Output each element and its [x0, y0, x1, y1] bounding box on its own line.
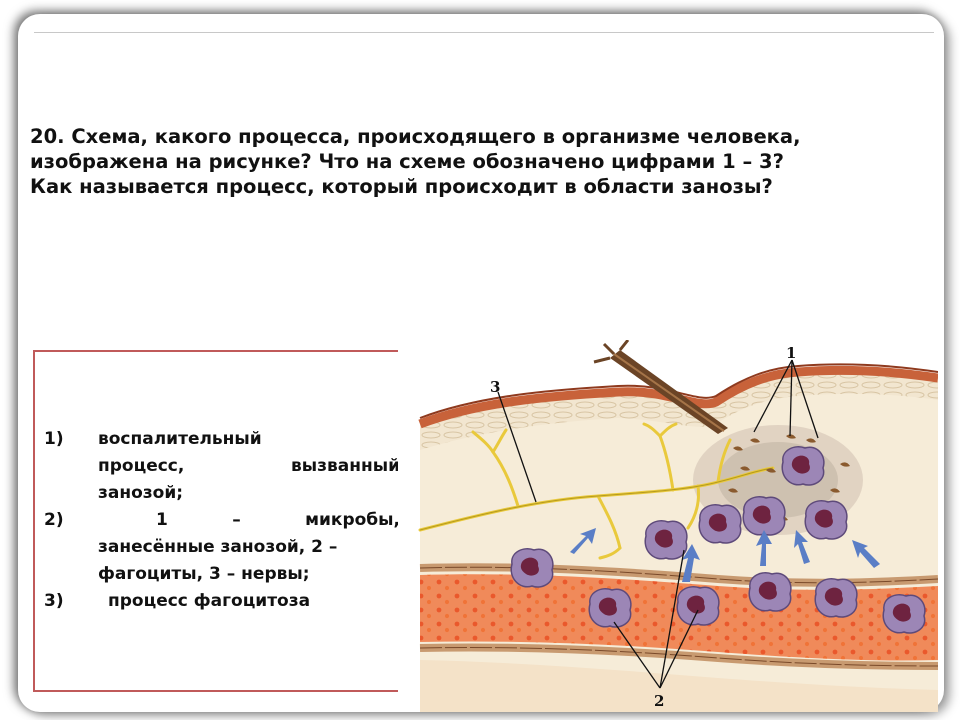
- question-line-3: Как называется процесс, который происход…: [30, 175, 773, 198]
- question-text: 20. Схема, какого процесса, происходящег…: [30, 124, 935, 199]
- phagocytes: [510, 446, 926, 634]
- answer-2-line-2: занесённые занозой, 2 –: [98, 537, 338, 557]
- label-2: 2: [654, 692, 664, 710]
- phagocyte: [644, 520, 688, 560]
- migration-arrows: [570, 528, 880, 582]
- answer-2-line-3: фагоциты, 3 – нервы;: [98, 564, 310, 584]
- answer-3-line-1: процесс фагоцитоза: [108, 591, 311, 611]
- answer-number: 3): [44, 591, 64, 611]
- phagocyte: [742, 496, 786, 536]
- question-line-1: 20. Схема, какого процесса, происходящег…: [30, 125, 801, 148]
- answer-2-word: 1: [156, 510, 168, 530]
- skin-surface-edge: [419, 363, 938, 419]
- illustration-svg: 1 3 2: [418, 340, 938, 712]
- skin-surface: [418, 365, 938, 429]
- label-1: 1: [786, 344, 796, 362]
- phagocyte: [882, 594, 926, 634]
- answer-item-3: 3) процесс фагоцитоза: [44, 588, 400, 615]
- frame-inner-line: [34, 32, 934, 33]
- answer-1-line-1: воспалительный: [98, 429, 262, 449]
- phagocyte: [781, 446, 825, 486]
- answer-box: [33, 350, 413, 692]
- label-3: 3: [490, 378, 500, 396]
- answer-1-word: вызванный: [290, 456, 400, 476]
- phagocyte: [588, 588, 632, 628]
- answer-2-line-1: 1 – микробы,: [98, 507, 400, 534]
- phagocyte: [814, 578, 858, 618]
- answer-item-2: 2) 1 – микробы, занесённые занозой, 2 – …: [44, 507, 400, 588]
- answer-list: 1) воспалительный процесс, вызванный зан…: [44, 426, 400, 615]
- answer-item-1: 1) воспалительный процесс, вызванный зан…: [44, 426, 400, 507]
- question-line-2: изображена на рисунке? Что на схеме обоз…: [30, 150, 784, 173]
- answer-1-line-2: процесс, вызванный: [98, 453, 400, 480]
- answer-number: 1): [44, 429, 64, 449]
- phagocyte: [510, 548, 554, 588]
- epidermis-cells: [420, 370, 938, 450]
- phagocyte: [698, 504, 742, 544]
- answer-2-word: –: [232, 510, 241, 530]
- answer-1-line-3: занозой;: [98, 483, 184, 503]
- answer-number: 2): [44, 510, 64, 530]
- answer-2-word: микробы,: [305, 510, 400, 530]
- phagocyte: [804, 500, 848, 540]
- leader-lines: [497, 359, 819, 689]
- phagocytosis-illustration: 1 3 2: [398, 340, 938, 712]
- phagocyte: [676, 586, 720, 626]
- phagocyte: [748, 572, 792, 612]
- answer-1-word: процесс,: [98, 456, 185, 476]
